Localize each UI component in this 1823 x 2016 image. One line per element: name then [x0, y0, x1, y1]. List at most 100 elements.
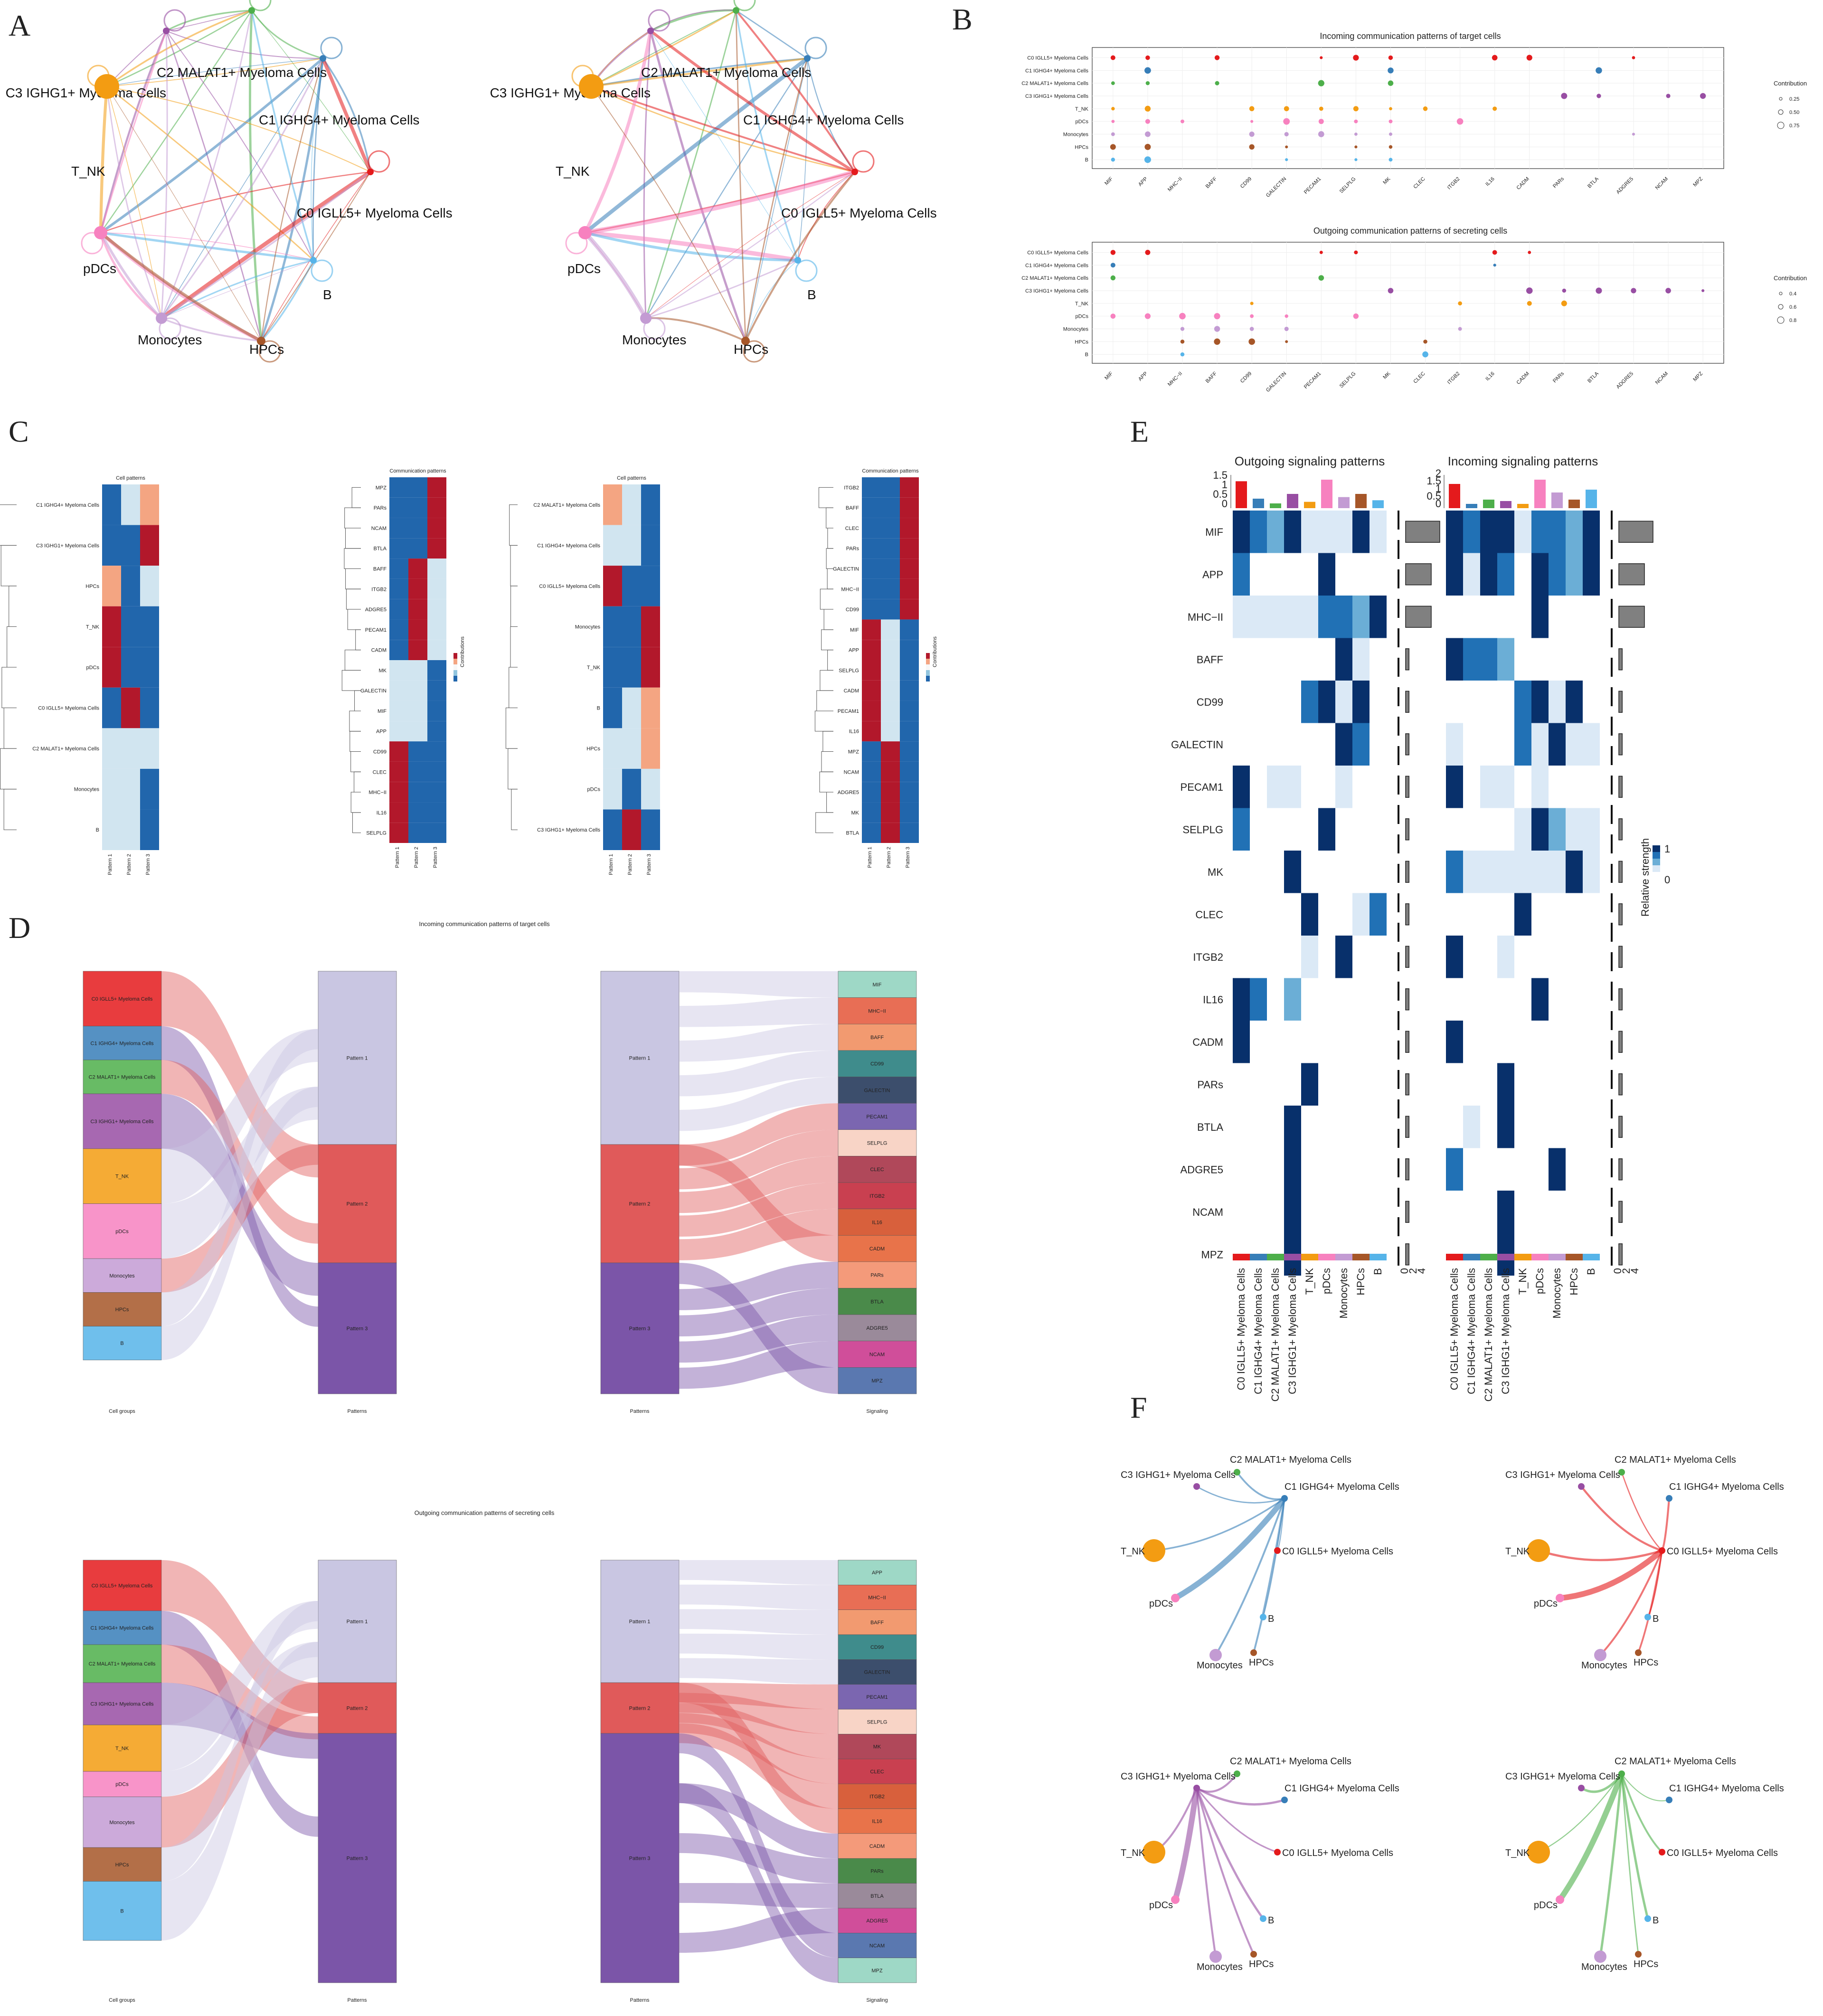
alluvial-pattern-label: Pattern 3 [629, 1855, 651, 1861]
network-edge [248, 10, 263, 341]
alluvial-signal-box [838, 1156, 917, 1183]
heatmap-cell [881, 721, 900, 742]
dotplot-dot [1318, 131, 1324, 137]
heatmap-col-label: Pattern 1 [395, 847, 400, 868]
heatmap-cell [389, 761, 408, 782]
heatmap-row-label: IL16 [377, 810, 387, 816]
signaling-heatmap-title: Outgoing signaling patterns [1235, 454, 1385, 468]
signaling-col-label: C0 IGLL5+ Myeloma Cells [1235, 1268, 1247, 1390]
heatmap-cell [427, 599, 446, 620]
network-edge [645, 259, 798, 319]
circle-plot-edge [1196, 1788, 1255, 1955]
signaling-heatmap-cell [1463, 851, 1480, 893]
alluvial-cell-box [83, 1093, 162, 1149]
dotplot-dot [1111, 132, 1115, 136]
signaling-side-bar [1405, 1201, 1409, 1223]
circle-plot-node [1274, 1547, 1281, 1554]
signaling-top-bar [1551, 492, 1563, 508]
network-edge [106, 85, 371, 172]
signaling-heatmap-cell [1352, 723, 1370, 766]
circle-plot-edge [1621, 1773, 1639, 1955]
panel-e-signaling-heatmaps: Outgoing signaling patternsMIFAPPMHC−IIB… [1171, 454, 1670, 1401]
dotplot-dot [1318, 80, 1324, 86]
signaling-heatmap-cell [1566, 808, 1583, 851]
alluvial-pattern-label: Pattern 3 [629, 1326, 651, 1332]
alluvial-signal-box [838, 1129, 917, 1156]
circle-plot-edge [1559, 1548, 1664, 1601]
signaling-side-bar [1618, 903, 1623, 926]
heatmap-cell [900, 823, 919, 843]
heatmap-cell [140, 809, 159, 850]
alluvial-flow [679, 1908, 838, 1953]
signaling-heatmap-cell [1370, 511, 1387, 553]
alluvial-flow [679, 1315, 838, 1363]
signaling-side-tick: 2 [1407, 1268, 1419, 1274]
network-edge [745, 58, 808, 341]
heatmap-col-label: Pattern 3 [433, 847, 438, 868]
dotplot-dot [1111, 158, 1115, 162]
heatmap-cell [427, 823, 446, 843]
circle-plot-node-label: B [1268, 1915, 1274, 1926]
heatmap-legend-swatch [453, 653, 457, 659]
circle-plot-node [1635, 1951, 1642, 1958]
alluvial-flow [161, 1094, 318, 1296]
dotplot-row-label: C2 MALAT1+ Myeloma Cells [1021, 275, 1088, 281]
heatmap-cell [881, 802, 900, 823]
network-node-label: C1 IGHG4+ Myeloma Cells [743, 113, 904, 127]
circle-plot-node-label: C3 IGHG1+ Myeloma Cells [1121, 1771, 1236, 1782]
network-edge [100, 57, 324, 234]
signaling-side-bar [1405, 1116, 1409, 1138]
heatmap-row-label: ADGRE5 [838, 790, 859, 795]
dotplot-dot [1632, 133, 1635, 136]
dotplot-row-label: C1 IGHG4+ Myeloma Cells [1025, 263, 1088, 268]
alluvial-axis-label: Patterns [630, 1409, 650, 1414]
dendrogram-branch [0, 504, 17, 546]
network-node-label: pDCs [567, 261, 601, 276]
circle-plot-edge [1195, 1788, 1264, 1920]
signaling-heatmap-cell [1446, 638, 1463, 681]
circle-plot-node-label: C1 IGHG4+ Myeloma Cells [1669, 1783, 1784, 1794]
alluvial-cell-label: C1 IGHG4+ Myeloma Cells [91, 1625, 154, 1631]
heatmap-cell [900, 497, 919, 518]
alluvial-flow [161, 1683, 318, 1848]
network-edge [99, 232, 162, 319]
signaling-heatmap-cell [1284, 978, 1301, 1021]
alluvial-flow [679, 1584, 838, 1610]
network-node [257, 337, 265, 345]
panel-letter-b: B [952, 2, 973, 36]
network-self-loop [258, 340, 281, 363]
heatmap-cell [102, 525, 121, 566]
network-edge [311, 58, 323, 261]
signaling-heatmap-cell [1514, 723, 1531, 766]
signaling-side-tick: 0 [1398, 1268, 1410, 1274]
heatmap-cell [641, 606, 660, 647]
signaling-col-label: C0 IGLL5+ Myeloma Cells [1448, 1268, 1460, 1390]
heatmap-cell [862, 619, 881, 640]
dendrogram-branch [511, 789, 518, 830]
signaling-side-bar [1618, 648, 1623, 671]
signaling-row-label: IL16 [1203, 994, 1223, 1005]
network-node [94, 226, 107, 239]
heatmap-cell [389, 619, 408, 640]
network-self-loop [743, 340, 765, 363]
signaling-heatmap-cell [1284, 1106, 1301, 1148]
dotplot-dot [1110, 263, 1115, 268]
dotplot-dot [1596, 67, 1602, 74]
signaling-heatmap-cell [1446, 936, 1463, 978]
alluvial-signal-box [838, 1023, 917, 1051]
circle-plot-node-label: C3 IGHG1+ Myeloma Cells [1505, 1771, 1620, 1782]
dotplot-col-label: GALECTIN [1265, 371, 1287, 393]
heatmap-col-label: Pattern 1 [107, 854, 113, 875]
heatmap-row-label: ADGRE5 [365, 607, 387, 613]
dendrogram-branch [827, 528, 833, 549]
alluvial-flow [679, 1883, 838, 1908]
dotplot-dot [1389, 132, 1392, 136]
network-self-loop [852, 150, 875, 173]
signaling-top-bar [1534, 480, 1546, 508]
alluvial-cell-box [83, 1203, 162, 1259]
dotplot-dot [1285, 145, 1288, 149]
alluvial-signal-label: ADGRE5 [866, 1918, 888, 1924]
panel-letter-e: E [1130, 415, 1149, 448]
alluvial-pattern-box [600, 1560, 680, 1683]
signaling-row-label: MPZ [1201, 1249, 1223, 1260]
